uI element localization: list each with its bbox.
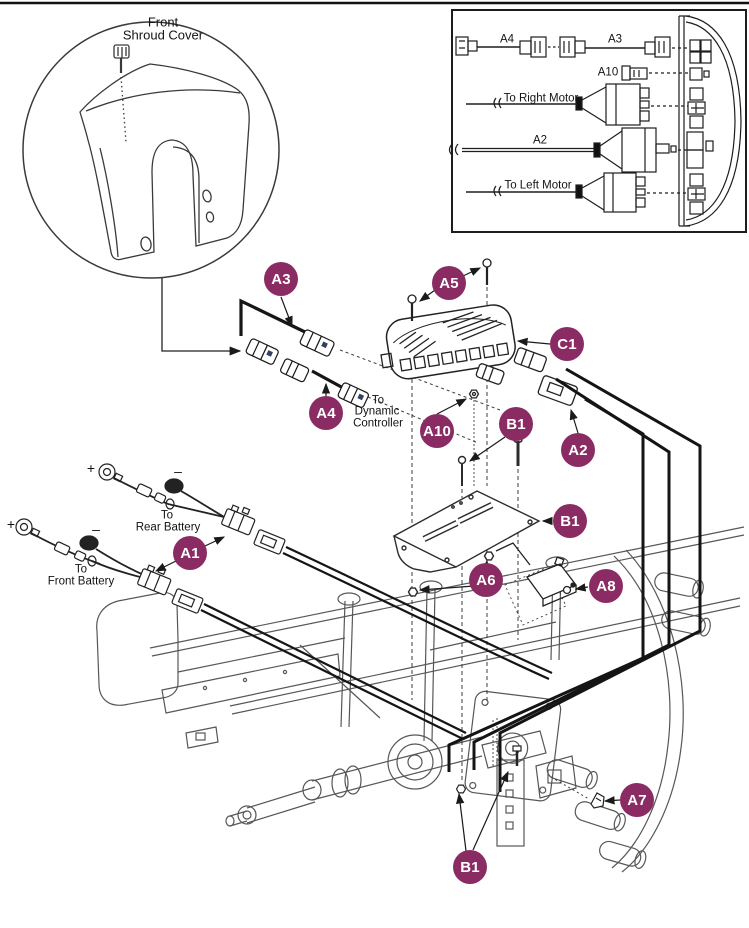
inset-label-a4: A4 xyxy=(499,33,515,46)
inset-a3-cable xyxy=(559,36,688,58)
rear-battery-plus-sign: + xyxy=(86,460,96,476)
cable-bundle xyxy=(447,367,702,792)
a10-nut xyxy=(468,389,480,399)
inset-label-a10: A10 xyxy=(597,66,619,79)
inset-controller-side-profile xyxy=(678,15,742,227)
label-to-rear-battery-line1: To xyxy=(160,509,174,522)
inset-a4-cable xyxy=(455,36,559,58)
label-to-dynamic-line3: Controller xyxy=(353,417,403,430)
callout-badge-a7: A7 xyxy=(620,783,654,817)
inset-label-to-right-motor: To Right Motor xyxy=(503,92,579,105)
label-to-dynamic-line1: To xyxy=(371,394,385,407)
callout-badge-c1: C1 xyxy=(550,327,584,361)
inset-label-to-left-motor: To Left Motor xyxy=(504,179,572,192)
label-front-shroud-line2: Shroud Cover xyxy=(122,27,204,43)
inset-a2-cable xyxy=(448,127,688,173)
rear-battery-minus-sign: – xyxy=(174,463,182,479)
callout-badge-a6: A6 xyxy=(469,563,503,597)
callout-badge-a8: A8 xyxy=(589,569,623,603)
badge-leader-arrows xyxy=(154,267,621,852)
shroud-detail-circle xyxy=(22,21,280,356)
inset-a10-connector xyxy=(621,65,688,81)
label-to-dynamic-line2: Dynamic xyxy=(354,405,400,418)
a5-screws xyxy=(407,258,492,321)
front-battery-minus-sign: – xyxy=(92,521,100,537)
frame-drawing xyxy=(96,526,745,873)
label-to-front-battery-line2: Front Battery xyxy=(47,575,115,588)
callout-badge-b1-bottom: B1 xyxy=(453,850,487,884)
a7-cap-nut xyxy=(590,792,605,809)
battery-harness-drawing xyxy=(15,463,286,614)
label-to-rear-battery-line2: Rear Battery xyxy=(135,521,201,534)
a3-a4-cables xyxy=(239,298,369,408)
callout-badge-b1-top: B1 xyxy=(499,407,533,441)
callout-badge-a3: A3 xyxy=(264,262,298,296)
mounting-plate-drawing xyxy=(392,436,541,597)
battery-cable-runs xyxy=(200,546,553,740)
label-to-front-battery-line1: To xyxy=(74,563,88,576)
inset-left-motor-cable xyxy=(466,172,688,213)
inset-right-motor-cable xyxy=(466,83,688,126)
front-battery-plus-sign: + xyxy=(6,516,16,532)
callout-badge-b1-plate: B1 xyxy=(553,504,587,538)
inset-connector-panel xyxy=(448,9,747,233)
callout-badge-a5: A5 xyxy=(432,266,466,300)
controller-module-drawing xyxy=(380,258,578,406)
callout-badge-a2: A2 xyxy=(561,433,595,467)
callout-badge-a10: A10 xyxy=(420,414,454,448)
callout-badge-a1: A1 xyxy=(173,536,207,570)
label-front-shroud-line1: Front xyxy=(147,14,179,30)
inset-label-a2: A2 xyxy=(532,134,548,147)
bottom-hardware xyxy=(455,745,605,809)
inset-label-a3: A3 xyxy=(607,33,623,46)
callout-badge-a4: A4 xyxy=(309,396,343,430)
